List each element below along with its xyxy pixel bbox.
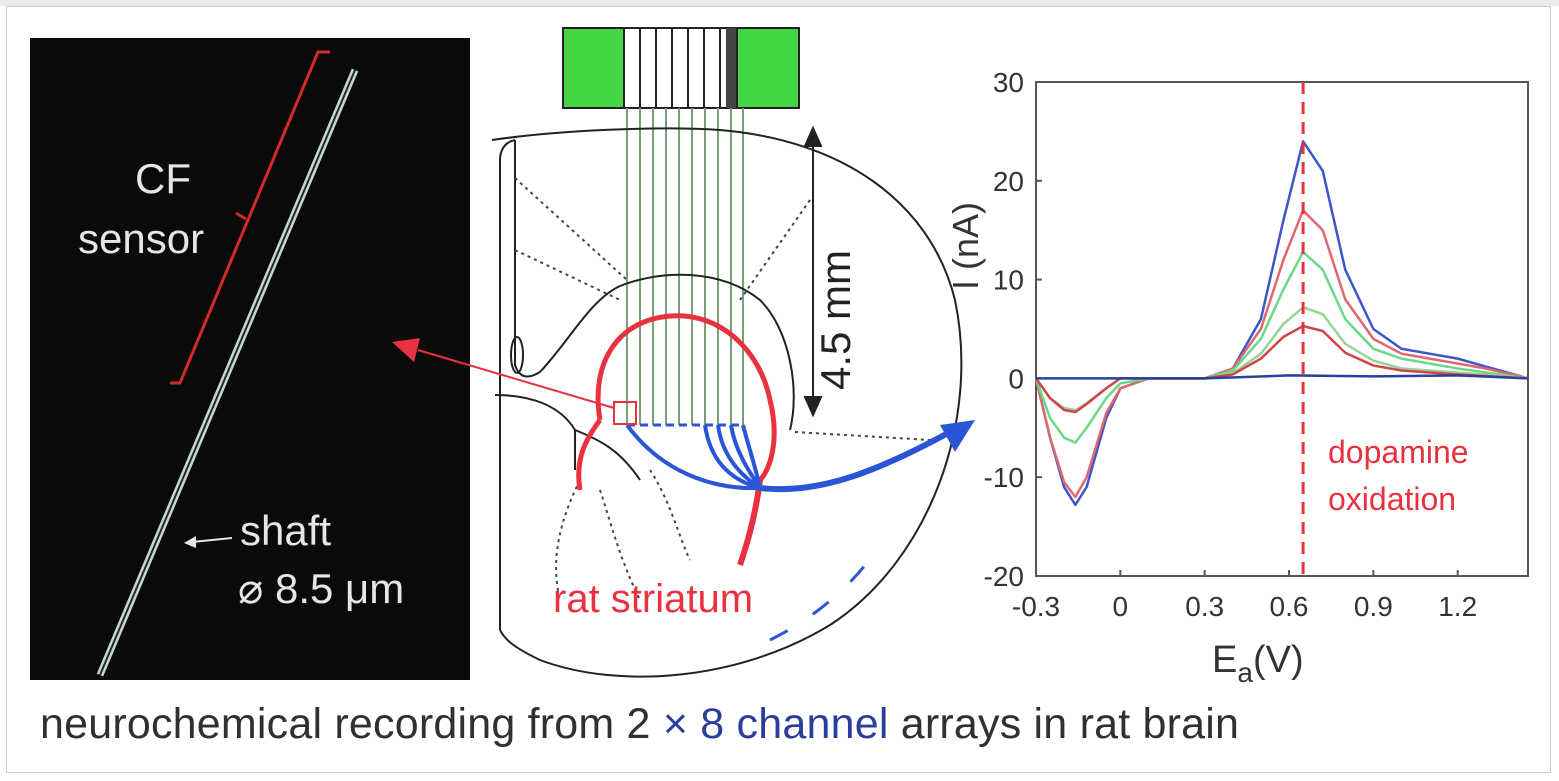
x-tick-label: 1.2 bbox=[1438, 591, 1477, 622]
x-tick-label: -0.3 bbox=[1012, 591, 1060, 622]
depth-label: 4.5 mm bbox=[812, 250, 859, 390]
zoom-arrow bbox=[417, 349, 615, 409]
x-tick-label: 0.6 bbox=[1270, 591, 1309, 622]
striatum-outline bbox=[595, 313, 777, 482]
top-border bbox=[0, 0, 1559, 6]
caption-part1: neurochemical recording from 2 bbox=[40, 700, 663, 748]
annotation-line2: oxidation bbox=[1328, 481, 1456, 517]
depth-arrow bbox=[803, 125, 823, 418]
y-tick-label: 20 bbox=[993, 166, 1024, 197]
x-tick-label: 0.3 bbox=[1185, 591, 1224, 622]
series-line-2 bbox=[1034, 209, 1529, 499]
region-label: rat striatum bbox=[553, 577, 753, 621]
series-line-6 bbox=[1036, 374, 1529, 380]
x-tick-label: 0 bbox=[1113, 591, 1129, 622]
y-tick-label: 10 bbox=[993, 265, 1024, 296]
shaft-label: shaft bbox=[240, 507, 332, 554]
figure-caption: neurochemical recording from 2 × 8 chann… bbox=[40, 700, 1239, 749]
series-line-3 bbox=[1034, 250, 1529, 444]
x-axis-label: Ea(V) bbox=[1212, 639, 1304, 688]
sensor-label-line1: CF bbox=[135, 155, 191, 202]
sensor-label-line2: sensor bbox=[78, 215, 205, 262]
caption-part2: × 8 channel bbox=[662, 700, 889, 748]
x-tick-label: 0.9 bbox=[1354, 591, 1393, 622]
brain-section-outline bbox=[491, 127, 963, 678]
electrode-array-connector bbox=[562, 27, 800, 109]
y-tick-label: 30 bbox=[993, 67, 1024, 98]
series-line-5 bbox=[1034, 324, 1529, 414]
plot-area bbox=[1035, 81, 1529, 577]
electrode-wires bbox=[626, 108, 744, 425]
y-tick-label: 0 bbox=[1008, 363, 1024, 394]
y-tick-label: -10 bbox=[984, 462, 1024, 493]
y-tick-label: -20 bbox=[984, 561, 1024, 592]
y-axis-label: I (nA) bbox=[945, 202, 986, 290]
caption-part3: arrays in rat brain bbox=[900, 700, 1240, 748]
series-line-1 bbox=[1034, 140, 1529, 507]
annotation-line1: dopamine bbox=[1328, 434, 1469, 470]
recording-site-box bbox=[613, 401, 637, 425]
recording-paths bbox=[625, 420, 975, 493]
series-line-4 bbox=[1034, 306, 1529, 412]
diameter-label: ⌀ 8.5 μm bbox=[238, 565, 405, 612]
anatomy-dotted-lines bbox=[514, 177, 931, 601]
